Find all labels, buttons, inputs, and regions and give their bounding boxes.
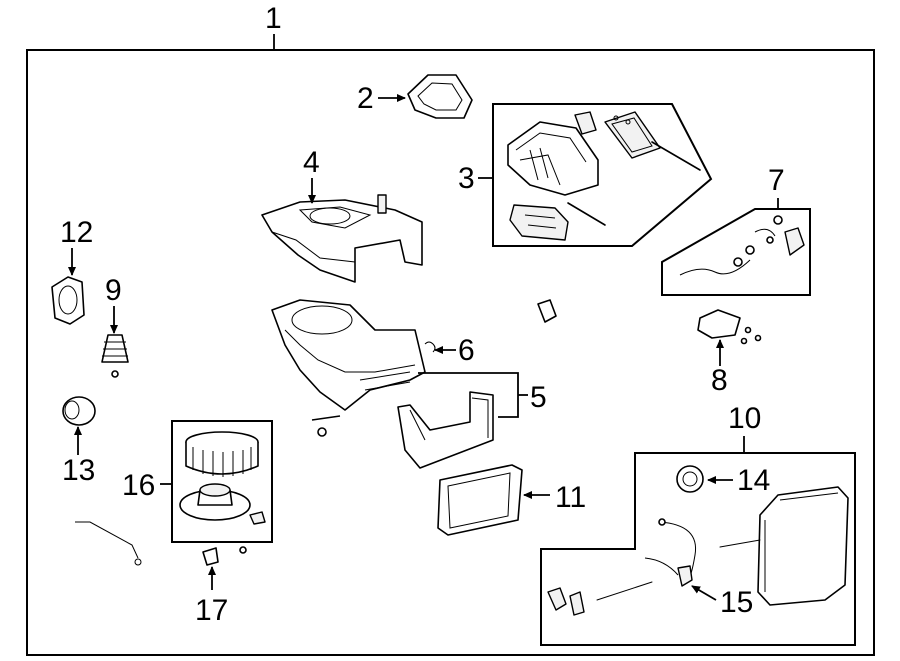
svg-text:8: 8 <box>711 364 728 397</box>
part-4-upper-housing <box>261 194 423 283</box>
part-3-case <box>507 111 701 241</box>
part-3-frame <box>492 103 713 247</box>
callout-6: 6 <box>434 334 475 367</box>
svg-text:1: 1 <box>265 2 282 35</box>
part-connector <box>537 299 557 323</box>
part-7-hardware <box>679 215 805 276</box>
svg-text:4: 4 <box>303 146 320 179</box>
svg-text:6: 6 <box>458 334 475 367</box>
part-17-resistor <box>202 546 247 566</box>
svg-text:9: 9 <box>105 274 122 307</box>
svg-text:3: 3 <box>458 162 475 195</box>
svg-text:13: 13 <box>62 454 95 487</box>
callout-1: 1 <box>265 2 282 50</box>
assembly-frame <box>26 49 875 656</box>
part-13-grommet <box>62 396 96 426</box>
callout-14: 14 <box>707 464 770 497</box>
callout-4: 4 <box>303 146 320 204</box>
part-15-sensor <box>547 518 697 616</box>
part-8-actuator <box>697 309 762 345</box>
part-6-clip <box>424 341 436 353</box>
callout-3: 3 <box>458 162 493 195</box>
callout-10: 10 <box>728 402 761 453</box>
callout-11: 11 <box>523 481 586 514</box>
part-14-o-ring <box>676 465 704 493</box>
part-11-filter <box>437 464 523 536</box>
callout-8: 8 <box>711 339 728 397</box>
callout-9: 9 <box>105 274 122 334</box>
svg-text:2: 2 <box>357 82 374 115</box>
callout-17: 17 <box>195 566 228 627</box>
svg-text:5: 5 <box>530 381 547 414</box>
svg-text:14: 14 <box>737 464 770 497</box>
callout-2: 2 <box>357 82 406 115</box>
part-16-blower-wheel <box>185 431 259 477</box>
part-9-boot <box>101 334 129 378</box>
svg-text:12: 12 <box>60 216 93 249</box>
callout-5: 5 <box>418 372 547 418</box>
callout-13: 13 <box>62 426 95 487</box>
part-16-blower-motor <box>179 483 266 525</box>
part-16-frame <box>171 420 273 543</box>
part-10-frame <box>540 452 856 646</box>
svg-text:17: 17 <box>195 594 228 627</box>
svg-text:15: 15 <box>720 586 753 619</box>
callout-12: 12 <box>60 216 93 276</box>
callout-15: 15 <box>691 585 753 619</box>
part-5-drain-pan <box>397 391 494 469</box>
svg-text:11: 11 <box>555 481 586 514</box>
part-2-seal <box>407 74 473 119</box>
svg-text:16: 16 <box>122 469 155 502</box>
callout-7: 7 <box>768 164 785 209</box>
part-5-lower-housing <box>271 299 426 437</box>
svg-text:10: 10 <box>728 402 761 435</box>
part-12-cap <box>51 276 85 325</box>
part-10-evaporator-core <box>719 486 849 606</box>
part-7-frame <box>661 208 811 296</box>
svg-text:7: 7 <box>768 164 785 197</box>
callout-16: 16 <box>122 469 172 502</box>
part-cable <box>75 521 142 566</box>
